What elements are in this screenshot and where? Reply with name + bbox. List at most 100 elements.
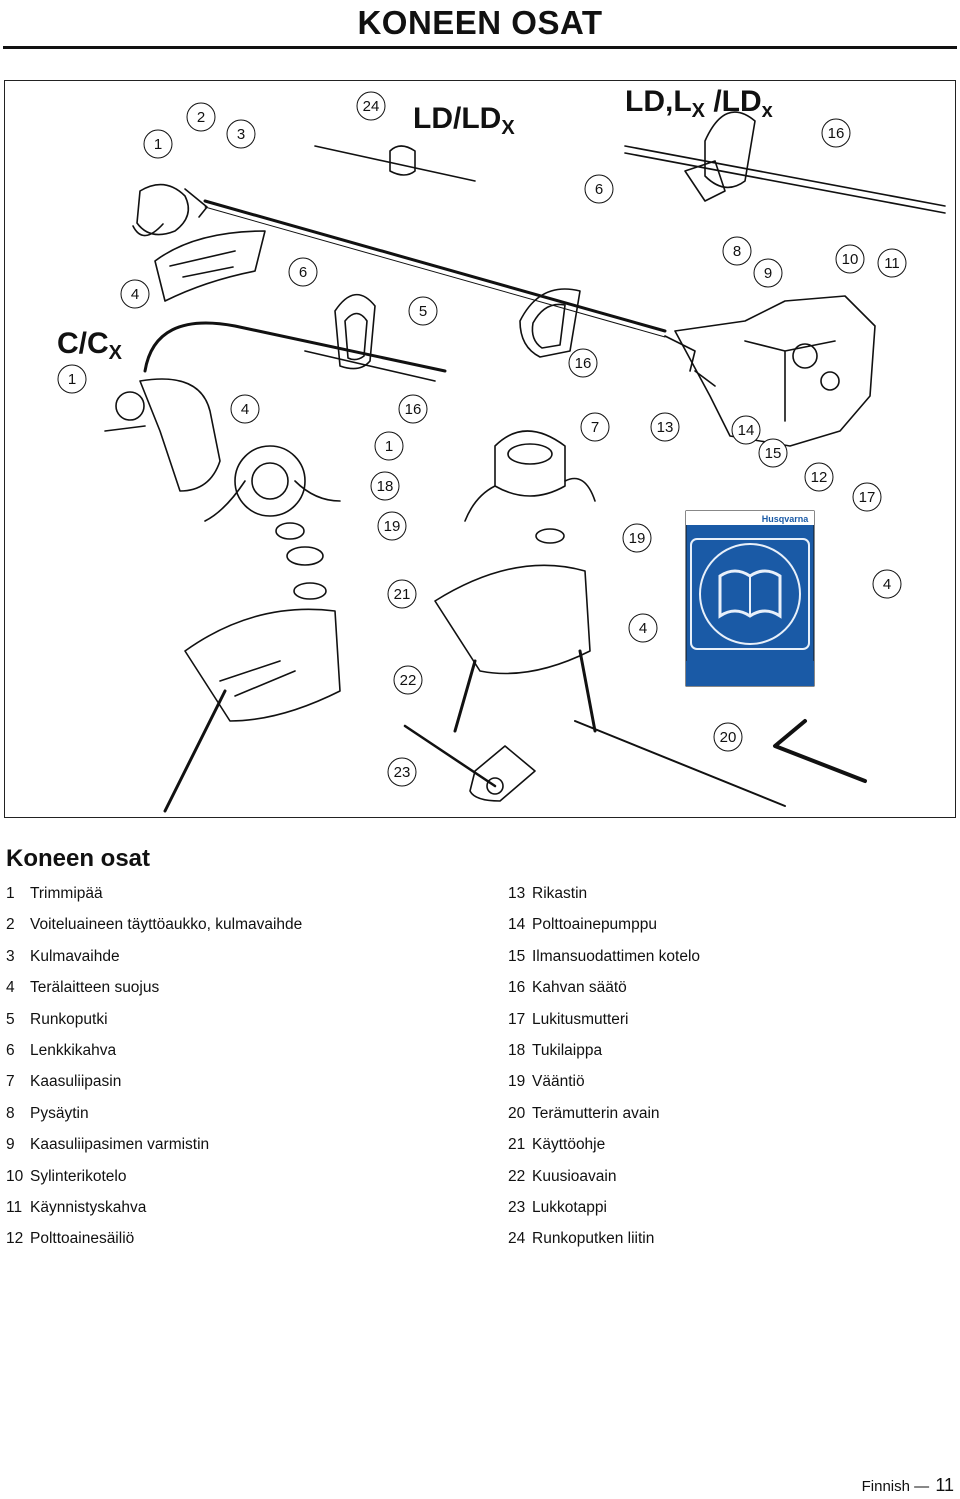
manual-brand-text: Husqvarna — [762, 514, 810, 524]
callout-bubble: 18 — [370, 471, 400, 501]
callout-bubble: 4 — [872, 569, 902, 599]
callout-circle — [568, 348, 598, 378]
legend-item-number: 18 — [508, 1041, 526, 1059]
legend-item-number: 8 — [6, 1104, 15, 1122]
legend-item-number: 2 — [6, 916, 15, 934]
callout-bubble: 20 — [713, 722, 743, 752]
legend-item-label: Runkoputken liitin — [532, 1230, 655, 1248]
callout-circle — [387, 579, 417, 609]
callout-bubble: 16 — [568, 348, 598, 378]
callout-circle — [226, 119, 256, 149]
legend-item: 1 Trimmipää — [6, 880, 302, 911]
legend-item-number: 16 — [508, 979, 526, 997]
callout-bubble: 16 — [821, 118, 851, 148]
callout-number: 21 — [394, 586, 411, 603]
callout-number: 19 — [629, 530, 646, 547]
legend-left-column: 1 Trimmipää 2 Voiteluaineen täyttöaukko, ku… — [6, 880, 302, 1257]
callout-bubble: 19 — [622, 523, 652, 553]
legend-item-label: Trimmipää — [30, 885, 103, 902]
callout-number: 18 — [377, 478, 394, 495]
callout-circle — [753, 258, 783, 288]
page-title: KONEEN OSAT — [357, 4, 603, 41]
callout-number: 19 — [384, 518, 401, 535]
model-label-ld: LD/LDX — [413, 102, 515, 139]
callout-number: 17 — [859, 489, 876, 506]
callout-number: 5 — [419, 303, 427, 320]
legend-item-label: Runkoputki — [30, 1010, 108, 1028]
legend-item-label: Polttoainesäiliö — [30, 1230, 135, 1248]
callout-number: 14 — [738, 422, 755, 439]
callout-bubble: 6 — [584, 174, 614, 204]
legend-item-label: Terälaitteen suojus — [30, 979, 160, 997]
legend-item-number: 24 — [508, 1230, 526, 1248]
callout-circle — [804, 462, 834, 492]
callout-bubble: 4 — [628, 613, 658, 643]
legend-item-number: 14 — [508, 916, 526, 934]
legend-item-label: Tukilaippa — [532, 1041, 603, 1059]
legend-item-label: Terämutterin avain — [532, 1104, 660, 1122]
callout-bubble: 5 — [408, 296, 438, 326]
callout-number: 22 — [400, 672, 417, 689]
callout-number: 3 — [237, 126, 245, 143]
callout-number: 4 — [131, 286, 139, 303]
callout-circle — [821, 118, 851, 148]
callout-number: 7 — [591, 419, 599, 436]
callout-bubble: 1 — [57, 364, 87, 394]
callout-number: 1 — [385, 438, 393, 455]
legend-item-number: 7 — [6, 1073, 15, 1091]
legend-item-number: 20 — [508, 1104, 526, 1122]
legend-item-number: 17 — [508, 1010, 526, 1028]
legend-item: 21 Käyttöohje — [508, 1131, 700, 1162]
callout-circle — [398, 394, 428, 424]
callout-circle — [143, 129, 173, 159]
legend-item-number: 11 — [6, 1198, 23, 1216]
callout-bubble: 7 — [580, 412, 610, 442]
legend-item-number: 15 — [508, 947, 526, 965]
legend-item-number: 13 — [508, 885, 526, 902]
legend-item-number: 23 — [508, 1198, 526, 1216]
legend-item-number: 1 — [6, 885, 15, 902]
callout-number: 6 — [299, 264, 307, 281]
legend-item-label: Kaasuliipasimen varmistin — [30, 1136, 210, 1154]
page-footer: Finnish — 11 — [862, 1475, 954, 1496]
callout-circle — [758, 438, 788, 468]
legend-item-label: Sylinterikotelo — [30, 1167, 127, 1185]
callout-bubble: 24 — [356, 91, 386, 121]
callout-number: 2 — [197, 109, 205, 126]
callout-number: 24 — [363, 98, 380, 115]
callout-bubble: 19 — [377, 511, 407, 541]
callout-bubble: 16 — [398, 394, 428, 424]
callout-number: 1 — [68, 371, 76, 388]
callout-bubble: 17 — [852, 482, 882, 512]
legend-item-number: 9 — [6, 1136, 15, 1154]
footer-dash: — — [914, 1478, 930, 1495]
model-label-ldl: LD,LX /LDx — [625, 85, 773, 122]
legend-item-label: Voiteluaineen täyttöaukko, kulmavaihde — [30, 916, 303, 934]
callout-circle — [584, 174, 614, 204]
legend-item: 20 Terämutterin avain — [508, 1100, 700, 1131]
callout-bubble: 12 — [804, 462, 834, 492]
parts-illustration: Husqvarna C/CX LD/LDX LD,LX /LDx 1232461… — [57, 85, 946, 813]
callout-circle — [852, 482, 882, 512]
callout-bubble: 22 — [393, 665, 423, 695]
legend-item-label: Käyttöohje — [532, 1136, 606, 1154]
legend-item-number: 21 — [508, 1136, 526, 1154]
callout-circle — [370, 471, 400, 501]
legend-item-label: Käynnistyskahva — [30, 1198, 147, 1216]
legend-item: 16 Kahvan säätö — [508, 974, 700, 1005]
callout-number: 15 — [765, 445, 782, 462]
callout-bubble: 13 — [650, 412, 680, 442]
legend-item-label: Kahvan säätö — [532, 979, 627, 997]
legend-item-number: 3 — [6, 947, 15, 965]
callout-number: 1 — [154, 136, 162, 153]
callout-number: 9 — [764, 265, 772, 282]
